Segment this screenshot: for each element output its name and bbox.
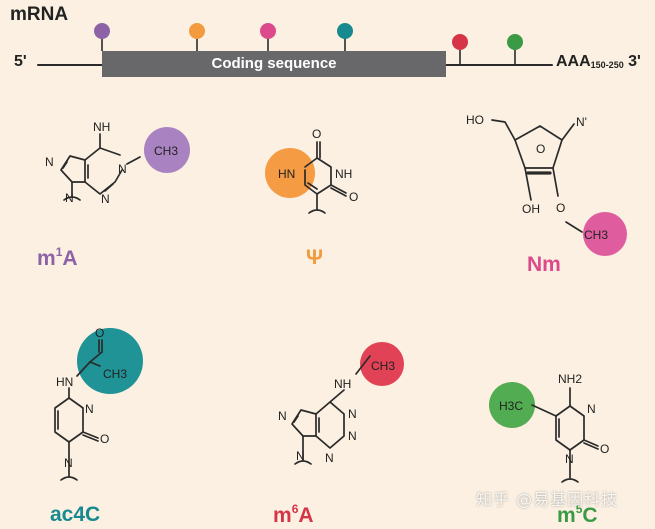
atom-n-m6a-1: N [348,407,357,421]
atom-o-nm-methoxy: O [556,201,565,215]
atom-hn-psi: HN [278,167,295,181]
atom-n-m6a-2: N [348,429,357,443]
atom-oh-nm: OH [522,202,540,216]
coding-sequence-label: Coding sequence [211,55,337,72]
atom-n-m6a-3: N [325,451,334,465]
pin-head-psi [189,23,205,39]
mod-label-psi: Ψ [306,246,323,269]
atom-n-prime-nm: N' [576,115,587,129]
atom-nh-m6a: NH [334,377,351,391]
atom-ho-nm: HO [466,113,484,127]
watermark: 知乎 @易基因科技 [476,490,619,509]
atom-ch3-ac4c: CH3 [103,367,127,381]
atom-n-m5c-2: N [565,452,574,466]
atom-ch3-m6a: CH3 [371,359,395,373]
atom-n-m6a-4: N [278,409,287,423]
atom-hn-ac4c: HN [56,375,73,389]
pin-head-ac4c [337,23,353,39]
three-prime-label: 3' [628,53,641,70]
pin-head-nm [260,23,276,39]
atom-n-ac4c-2: N [64,456,73,470]
structure-m5c [531,387,599,483]
atom-o-m5c: O [600,442,609,456]
atom-nh-psi: NH [335,167,352,181]
mod-label-m1a: m1A [37,245,78,270]
atom-n-m1a-1: N [118,162,127,176]
atom-ch3-nm: CH3 [584,228,608,242]
five-prime-label: 5' [14,53,27,70]
atom-n-m1a-4: N [65,191,74,205]
atom-ch3-m1a: CH3 [154,144,178,158]
structure-m1a [60,133,141,201]
structure-nm [491,119,583,233]
structure-psi [304,141,347,214]
atom-n-m6a-5: N [296,449,305,463]
page-title: mRNA [10,4,69,25]
methyl-highlight-nm [583,212,627,256]
polya-tail-label: AAA150-250 3' [556,53,641,71]
methyl-highlight-m6a [360,342,404,386]
atom-n-m5c-1: N [587,402,596,416]
polya-base: AAA [556,53,591,70]
methyl-highlight-m5c [489,382,535,428]
methyl-highlight-m1a [144,127,190,173]
pin-head-m5c [507,34,523,50]
structure-m6a [291,355,371,465]
mod-label-nm: Nm [527,253,561,276]
hn-highlight-psi [265,148,315,198]
atom-o-ac4c-acetyl: O [95,326,104,340]
mod-label-ac4c: ac4C [50,503,101,526]
atom-o-psi-1: O [312,127,321,141]
atom-n-m1a-2: N [101,192,110,206]
coding-sequence-bar [102,51,446,77]
structure-ac4c [54,339,103,481]
pin-head-m1a [94,23,110,39]
mod-label-m6a: m6A [273,502,314,527]
acetyl-highlight-ac4c [77,328,143,394]
atom-h3c-m5c: H3C [499,399,523,413]
atom-n-m1a-3: N [45,155,54,169]
mod-label-m5c: m5C [557,502,598,527]
pin-head-m6a [452,34,468,50]
polya-range: 150-250 [590,60,624,70]
atom-o-ac4c-2: O [100,432,109,446]
atom-o-psi-2: O [349,190,358,204]
atom-o-nm-ring: O [536,142,545,156]
atom-n-ac4c-1: N [85,402,94,416]
atom-nh2-m5c: NH2 [558,372,582,386]
atom-imine-m1a: NH [93,120,110,134]
